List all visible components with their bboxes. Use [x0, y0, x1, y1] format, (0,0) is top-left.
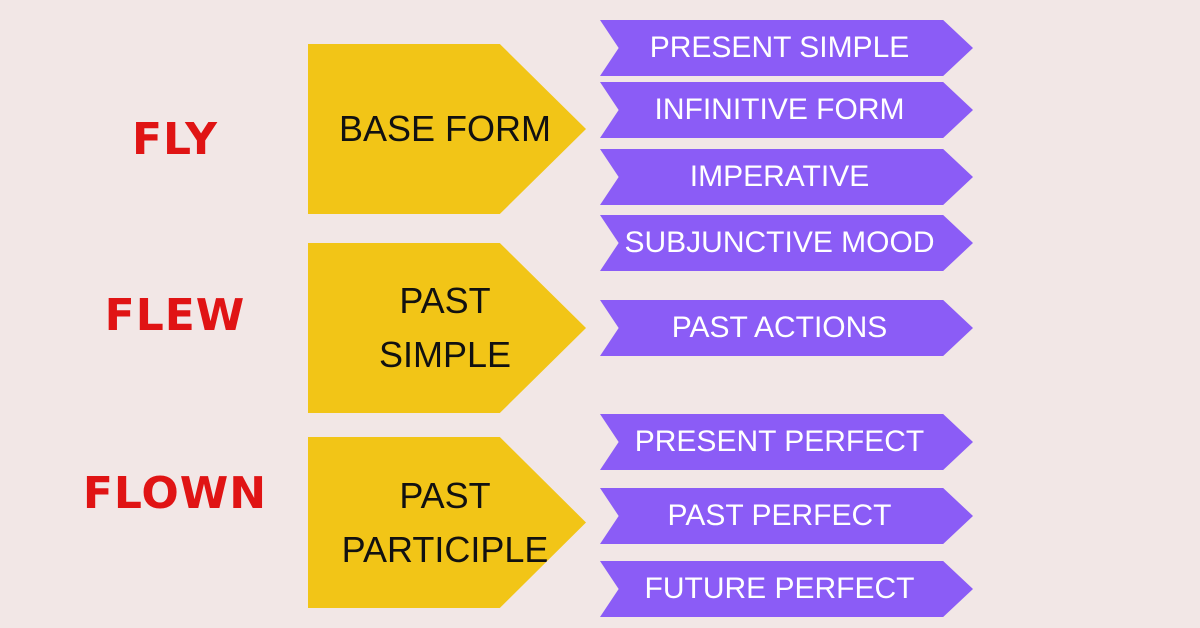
usage-box-past-actions: PAST ACTIONS	[600, 300, 973, 356]
usage-box-subjunctive-mood: SUBJUNCTIVE MOOD	[600, 215, 973, 271]
usage-box-present-perfect: PRESENT PERFECT	[600, 414, 973, 470]
usage-label: PRESENT SIMPLE	[649, 31, 910, 64]
usage-label: PRESENT PERFECT	[634, 425, 925, 458]
usage-label: IMPERATIVE	[689, 160, 870, 193]
usage-label: PAST ACTIONS	[671, 311, 888, 344]
form-box-base-form: BASE FORM	[308, 44, 586, 214]
verb-flown: FLOWN	[82, 468, 268, 519]
form-label-past-participle: PAST PARTICIPLE	[341, 474, 549, 570]
usage-label: INFINITIVE FORM	[654, 93, 905, 126]
usage-label: SUBJUNCTIVE MOOD	[624, 226, 935, 259]
usage-box-past-perfect: PAST PERFECT	[600, 488, 973, 544]
usage-box-future-perfect: FUTURE PERFECT	[600, 561, 973, 617]
form-box-past-simple: PAST SIMPLE	[308, 243, 586, 413]
usage-label: PAST PERFECT	[667, 499, 892, 532]
form-label-base-form: BASE FORM	[338, 108, 552, 149]
verb-flew: FLEW	[104, 290, 246, 341]
form-label-past-simple: PAST SIMPLE	[378, 280, 512, 375]
usage-box-imperative: IMPERATIVE	[600, 149, 973, 205]
form-box-past-participle: PAST PARTICIPLE	[308, 437, 586, 608]
usage-box-infinitive-form: INFINITIVE FORM	[600, 82, 973, 138]
usage-label: FUTURE PERFECT	[644, 572, 915, 605]
verb-fly: FLY	[131, 114, 219, 165]
usage-box-present-simple: PRESENT SIMPLE	[600, 20, 973, 76]
